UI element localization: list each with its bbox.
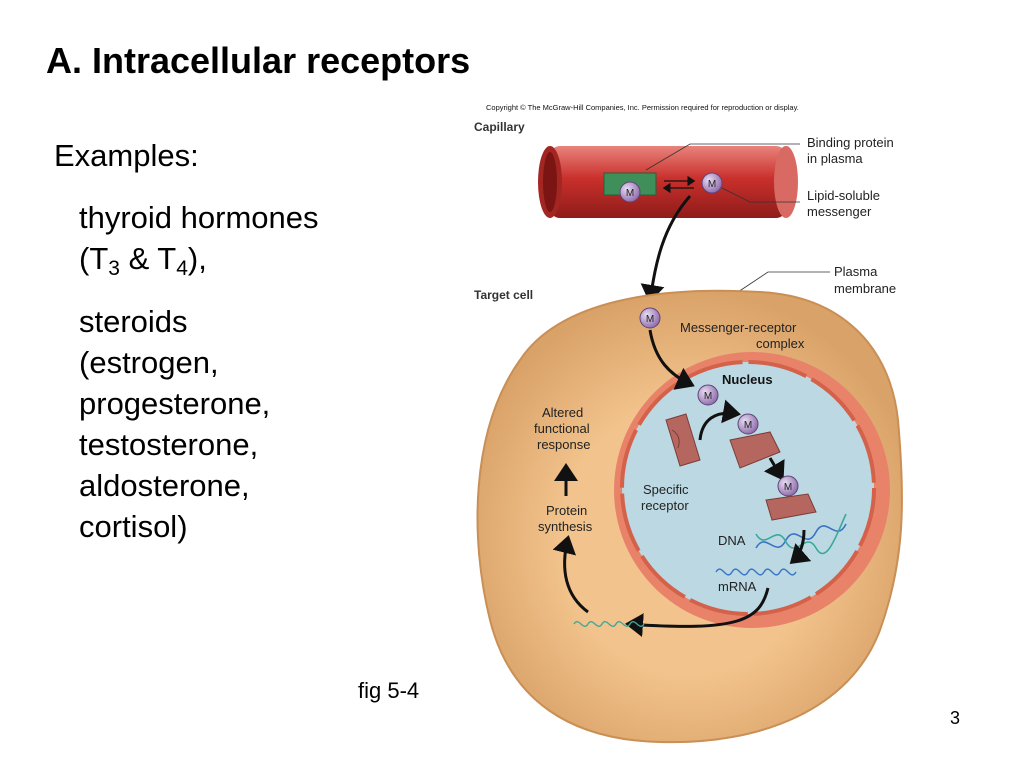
steroid-line: aldosterone, — [79, 468, 250, 503]
example-steroids: steroids (estrogen, progesterone, testos… — [79, 301, 270, 547]
thyroid-t4-prefix: & T — [119, 241, 177, 276]
translocation-arrow — [763, 457, 785, 481]
thyroid-t3-prefix: (T — [79, 241, 109, 276]
specific-receptor — [665, 413, 701, 467]
target-cell-label: Target cell — [474, 288, 533, 302]
slide-title: A. Intracellular receptors — [46, 40, 471, 81]
messenger-symbol: M — [744, 420, 752, 431]
thyroid-t3-subscript: 3 — [108, 257, 120, 280]
cytoplasm-mrna — [573, 621, 645, 627]
messenger-molecule — [777, 475, 799, 497]
translation-arrow — [552, 535, 589, 614]
messenger-molecule — [639, 307, 661, 329]
plasma-membrane-label: Plasma membrane — [834, 264, 896, 296]
lipid-soluble-messenger-label: Lipid-soluble messenger — [807, 188, 884, 219]
messenger-symbol: M — [704, 391, 712, 402]
bound-receptor — [729, 431, 781, 469]
nucleus-label: Nucleus — [722, 372, 773, 387]
page-number: 3 — [950, 708, 961, 728]
capillary — [538, 146, 798, 218]
messenger-symbol: M — [646, 314, 654, 325]
messenger-symbol: M — [784, 482, 792, 493]
thyroid-t4-subscript: 4 — [176, 257, 188, 280]
examples-label: Examples: — [54, 138, 199, 173]
binding-arrow — [698, 399, 741, 441]
steroid-line: (estrogen, — [79, 345, 219, 380]
steroid-line: cortisol) — [79, 509, 188, 544]
messenger-molecule — [737, 413, 759, 435]
diffusion-arrow — [640, 195, 692, 303]
binding-protein-label: Binding protein in plasma — [807, 135, 897, 166]
equilibrium-arrows — [662, 175, 696, 194]
messenger-molecule — [697, 384, 719, 406]
specific-receptor-label: Specific receptor — [641, 482, 692, 513]
example-thyroid-hormones: thyroid hormones (T3 & T4), — [79, 197, 319, 279]
mrna-strand — [715, 568, 797, 576]
thyroid-line-1: thyroid hormones — [79, 200, 319, 235]
entry-arrow — [648, 329, 695, 390]
receptor-on-dna — [765, 493, 817, 521]
copyright-notice: Copyright © The McGraw-Hill Companies, I… — [486, 103, 799, 112]
capillary-label: Capillary — [474, 120, 525, 134]
thyroid-line-2: (T3 & T4), — [79, 238, 319, 279]
altered-functional-response-label: Altered functional response — [534, 405, 593, 452]
mrna-label: mRNA — [718, 579, 757, 594]
messenger-molecule — [619, 181, 641, 203]
steroid-line: progesterone, — [79, 386, 271, 421]
figure-caption: fig 5-4 — [358, 678, 420, 703]
intracellular-receptor-figure: Copyright © The McGraw-Hill Companies, I… — [474, 103, 903, 744]
thyroid-close: ), — [187, 241, 207, 276]
protein-synthesis-label: Protein synthesis — [538, 503, 593, 534]
steroid-line: steroids — [79, 304, 188, 339]
messenger-receptor-complex-label: Messenger-receptor complex — [680, 320, 805, 351]
messenger-molecule — [701, 172, 723, 194]
dna-label: DNA — [718, 533, 746, 548]
transcription-arrow — [789, 529, 812, 564]
export-arrow — [625, 587, 770, 638]
messenger-symbol: M — [626, 188, 634, 199]
steroid-line: testosterone, — [79, 427, 259, 462]
messenger-symbol: M — [708, 179, 716, 190]
